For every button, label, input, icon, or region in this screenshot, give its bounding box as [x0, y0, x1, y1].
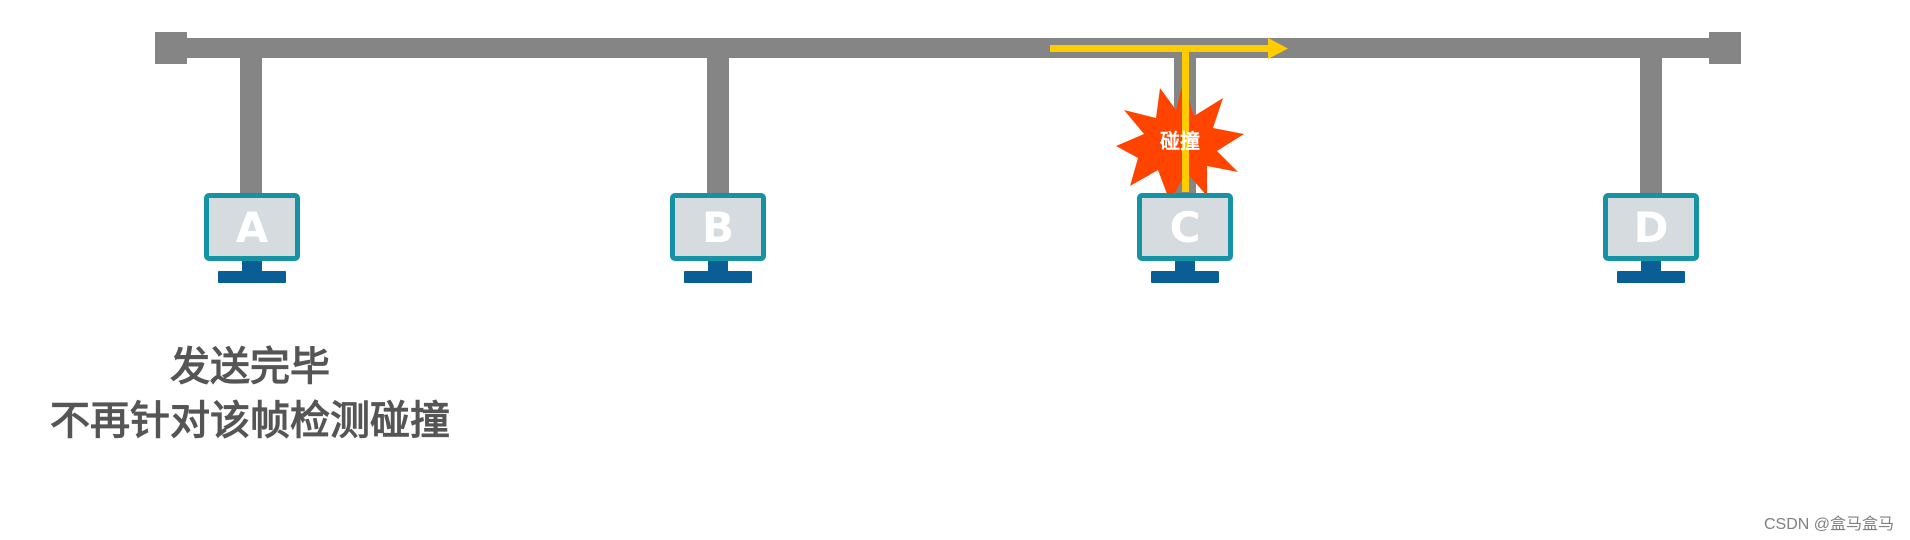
monitor-base [1151, 271, 1219, 283]
bus-terminator-right [1709, 32, 1741, 64]
monitor-base [218, 271, 286, 283]
drop-cable-b [707, 56, 729, 196]
bus-terminator-left [155, 32, 187, 64]
caption-line-1: 发送完毕 [170, 344, 330, 390]
collision-burst-icon [1116, 82, 1244, 202]
computer-b: B [670, 193, 770, 293]
caption: 发送完毕 不再针对该帧检测碰撞 [30, 340, 470, 448]
monitor-screen: A [204, 193, 300, 261]
signal-line-horizontal [1050, 45, 1270, 52]
monitor-neck [1641, 261, 1661, 271]
monitor-neck [708, 261, 728, 271]
caption-line-2: 不再针对该帧检测碰撞 [50, 398, 450, 444]
collision-label: 碰撞 [1160, 129, 1200, 153]
drop-cable-d [1640, 56, 1662, 196]
monitor-screen: B [670, 193, 766, 261]
computer-label: A [235, 202, 269, 252]
computer-a: A [204, 193, 304, 293]
signal-arrow-head-icon [1268, 38, 1288, 59]
computer-label: D [1633, 202, 1669, 252]
monitor-neck [1175, 261, 1195, 271]
monitor-base [684, 271, 752, 283]
bus-cable [186, 38, 1716, 58]
watermark: CSDN @盒马盒马 [1763, 516, 1894, 533]
signal-line-vertical [1182, 46, 1189, 192]
monitor-screen: D [1603, 193, 1699, 261]
monitor-neck [242, 261, 262, 271]
monitor-screen: C [1137, 193, 1233, 261]
drop-cable-a [240, 56, 262, 196]
monitor-base [1617, 271, 1685, 283]
computer-c: C [1137, 193, 1237, 293]
computer-label: C [1169, 202, 1201, 252]
computer-label: B [701, 202, 734, 252]
computer-d: D [1603, 193, 1703, 293]
